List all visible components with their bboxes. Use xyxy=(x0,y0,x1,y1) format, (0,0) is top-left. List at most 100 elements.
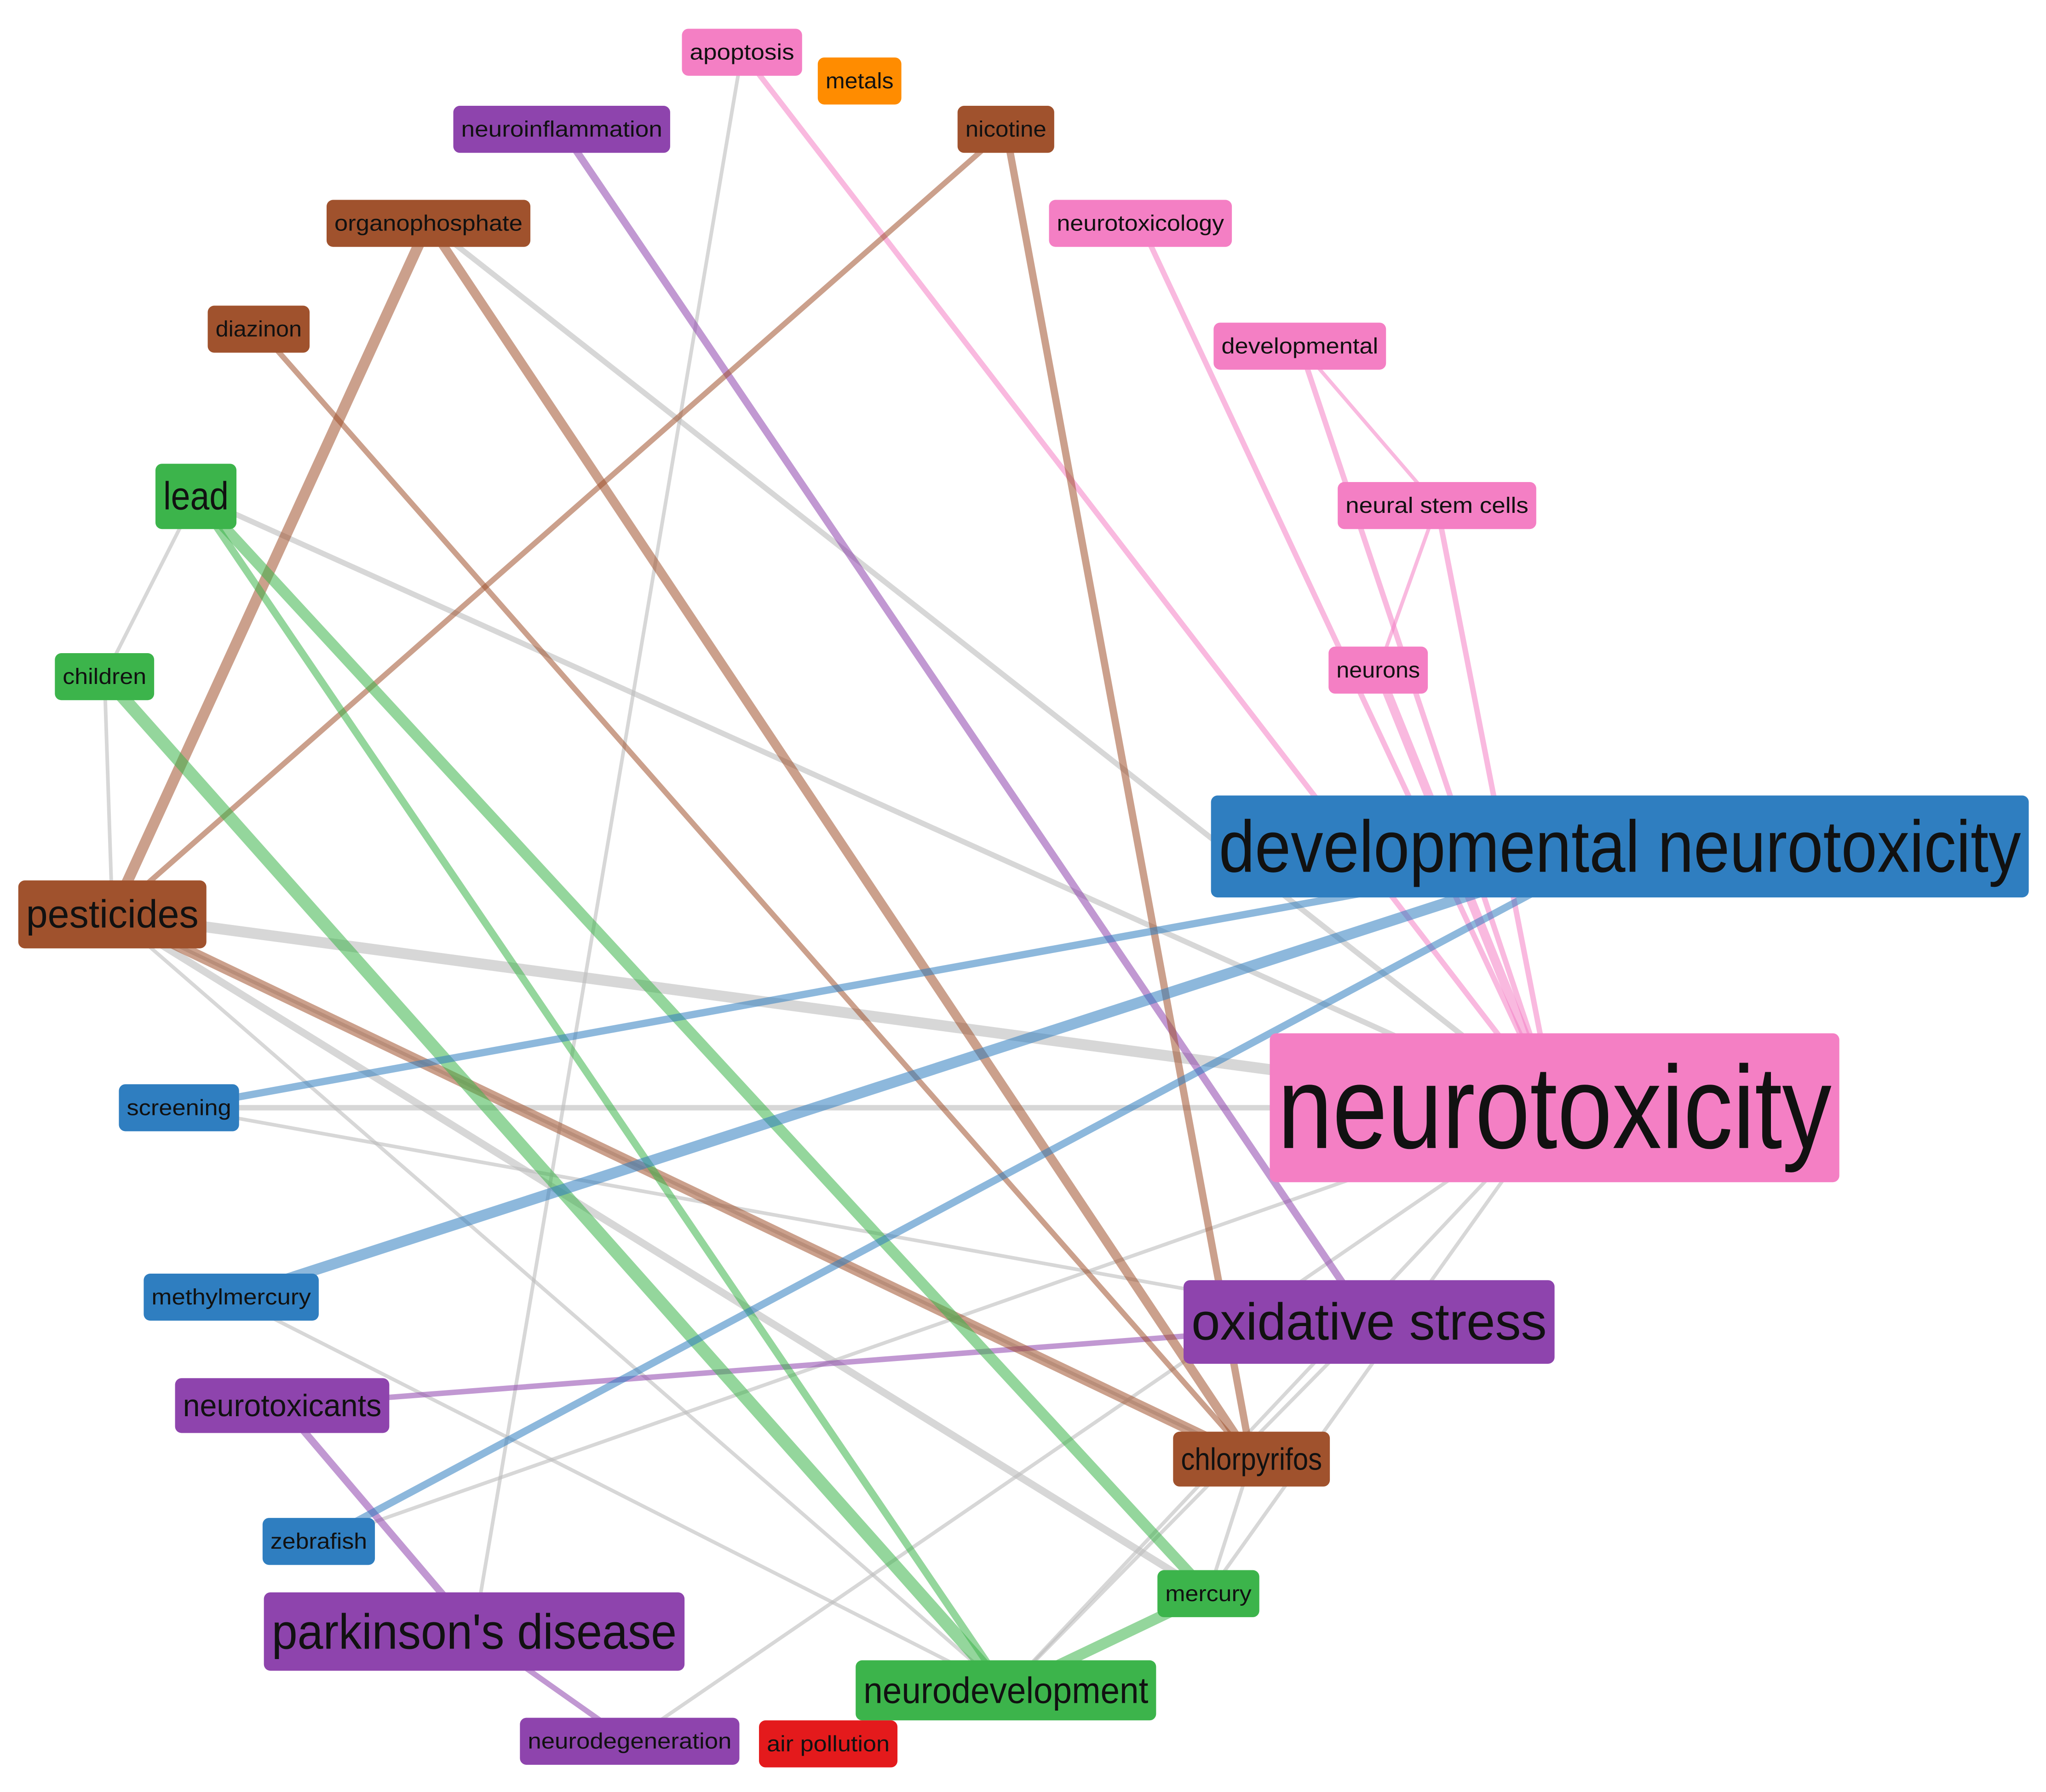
node-parkinsons-disease: parkinson's disease xyxy=(264,1592,685,1671)
node-label-oxidative-stress: oxidative stress xyxy=(1191,1293,1546,1351)
node-box-parkinsons-disease xyxy=(264,1592,685,1671)
node-label-lead: lead xyxy=(163,475,229,518)
node-label-neuroinflammation: neuroinflammation xyxy=(461,117,662,142)
edge-developmental-neural-stem-cells xyxy=(1298,344,1439,508)
node-zebrafish: zebrafish xyxy=(262,1518,375,1565)
node-label-air-pollution: air pollution xyxy=(767,1731,890,1756)
node-box-apoptosis xyxy=(682,29,802,76)
edge-nicotine-chlorpyrifos xyxy=(1002,126,1255,1463)
node-box-neurons xyxy=(1328,646,1428,694)
node-neurotoxicants: neurotoxicants xyxy=(175,1378,390,1433)
node-box-oxidative-stress xyxy=(1184,1280,1555,1364)
edge-methylmercury-developmental-neurotoxicity xyxy=(225,841,1626,1303)
node-label-parkinsons-disease: parkinson's disease xyxy=(272,1604,677,1660)
edge-nicotine-pesticides xyxy=(109,126,1009,917)
node-box-metals xyxy=(817,57,902,105)
node-label-organophosphate: organophosphate xyxy=(334,211,523,236)
edge-developmental-neurotoxicity xyxy=(1297,343,1557,1111)
node-label-chlorpyrifos: chlorpyrifos xyxy=(1181,1442,1322,1476)
node-box-neurotoxicity xyxy=(1270,1033,1839,1183)
node-metals: metals xyxy=(817,57,902,105)
node-screening: screening xyxy=(119,1084,239,1131)
node-box-neurodegeneration xyxy=(520,1717,740,1765)
node-box-neurotoxicology xyxy=(1049,200,1232,247)
node-neurotoxicity: neurotoxicity xyxy=(1270,1033,1839,1183)
edge-neural-stem-cells-neurons xyxy=(1376,504,1439,672)
edge-organophosphate-neurotoxicity xyxy=(425,220,1557,1111)
node-label-nicotine: nicotine xyxy=(966,117,1046,142)
node-box-neurotoxicants xyxy=(175,1378,390,1433)
node-label-neural-stem-cells: neural stem cells xyxy=(1345,493,1529,518)
node-label-neurodegeneration: neurodegeneration xyxy=(528,1729,731,1754)
node-chlorpyrifos: chlorpyrifos xyxy=(1173,1431,1330,1487)
node-box-lead xyxy=(155,464,237,529)
node-organophosphate: organophosphate xyxy=(327,200,531,247)
node-nicotine: nicotine xyxy=(957,106,1054,153)
node-label-neurons: neurons xyxy=(1336,658,1420,683)
node-box-screening xyxy=(119,1084,239,1131)
node-box-developmental xyxy=(1213,322,1386,370)
node-box-children xyxy=(55,653,155,701)
node-box-neurodevelopment xyxy=(856,1660,1156,1721)
node-box-chlorpyrifos xyxy=(1173,1431,1330,1487)
node-oxidative-stress: oxidative stress xyxy=(1184,1280,1555,1364)
node-apoptosis: apoptosis xyxy=(682,29,802,76)
node-label-neurodevelopment: neurodevelopment xyxy=(863,1670,1148,1711)
node-box-developmental-neurotoxicity xyxy=(1211,795,2029,898)
node-box-organophosphate xyxy=(327,200,531,247)
node-box-nicotine xyxy=(957,106,1054,153)
node-label-pesticides: pesticides xyxy=(26,893,199,936)
edge-zebrafish-developmental-neurotoxicity xyxy=(315,843,1624,1545)
edge-screening-oxidative-stress xyxy=(177,1106,1371,1324)
edge-oxidative-stress-neurodevelopment xyxy=(1004,1320,1371,1692)
node-developmental: developmental xyxy=(1213,322,1386,370)
node-box-neuroinflammation xyxy=(453,106,670,153)
node-box-air-pollution xyxy=(759,1720,898,1768)
node-lead: lead xyxy=(155,464,237,529)
node-neurodevelopment: neurodevelopment xyxy=(856,1660,1156,1721)
node-methylmercury: methylmercury xyxy=(144,1274,319,1321)
node-children: children xyxy=(55,653,155,701)
edge-children-pesticides xyxy=(103,675,115,916)
edge-pesticides-mercury xyxy=(109,911,1212,1597)
node-layer: apoptosis metals neuroinflammation nicotine… xyxy=(18,29,2029,1768)
node-box-zebrafish xyxy=(262,1518,375,1565)
node-neurodegeneration: neurodegeneration xyxy=(520,1717,740,1765)
node-label-neurotoxicity: neurotoxicity xyxy=(1278,1042,1832,1173)
node-pesticides: pesticides xyxy=(18,880,207,948)
edge-lead-mercury xyxy=(190,491,1214,1599)
node-neuroinflammation: neuroinflammation xyxy=(453,106,670,153)
edge-neurotoxicity-neurodegeneration xyxy=(627,1106,1557,1743)
node-label-screening: screening xyxy=(126,1095,231,1120)
node-label-apoptosis: apoptosis xyxy=(690,40,794,65)
node-label-methylmercury: methylmercury xyxy=(151,1285,311,1310)
node-label-metals: metals xyxy=(826,69,894,93)
node-mercury: mercury xyxy=(1157,1570,1259,1617)
edge-diazinon-chlorpyrifos xyxy=(256,326,1254,1462)
node-box-mercury xyxy=(1157,1570,1259,1617)
node-label-mercury: mercury xyxy=(1165,1581,1252,1606)
edge-organophosphate-pesticides xyxy=(107,218,434,920)
node-diazinon: diazinon xyxy=(207,305,310,353)
edge-apoptosis-neurotoxicity xyxy=(739,49,1557,1111)
node-air-pollution: air pollution xyxy=(759,1720,898,1768)
node-box-pesticides xyxy=(18,880,207,948)
edge-children-neurodevelopment xyxy=(98,670,1012,1697)
edge-pesticides-chlorpyrifos xyxy=(107,909,1257,1465)
edge-apoptosis-parkinsons-disease xyxy=(472,50,744,1634)
node-label-zebrafish: zebrafish xyxy=(270,1529,367,1554)
node-box-diazinon xyxy=(207,305,310,353)
node-developmental-neurotoxicity: developmental neurotoxicity xyxy=(1211,795,2029,898)
edge-methylmercury-neurodevelopment xyxy=(229,1295,1008,1692)
node-label-neurotoxicology: neurotoxicology xyxy=(1057,211,1224,236)
node-label-children: children xyxy=(63,664,146,689)
node-label-diazinon: diazinon xyxy=(216,317,302,342)
node-neurons: neurons xyxy=(1328,646,1428,694)
edge-neuroinflammation-oxidative-stress xyxy=(558,126,1373,1326)
node-neural-stem-cells: neural stem cells xyxy=(1338,482,1536,529)
node-box-neural-stem-cells xyxy=(1338,482,1536,529)
node-label-developmental: developmental xyxy=(1221,334,1378,359)
node-label-developmental-neurotoxicity: developmental neurotoxicity xyxy=(1219,805,2021,887)
edge-neurotoxicity-neurodevelopment xyxy=(1004,1106,1557,1692)
